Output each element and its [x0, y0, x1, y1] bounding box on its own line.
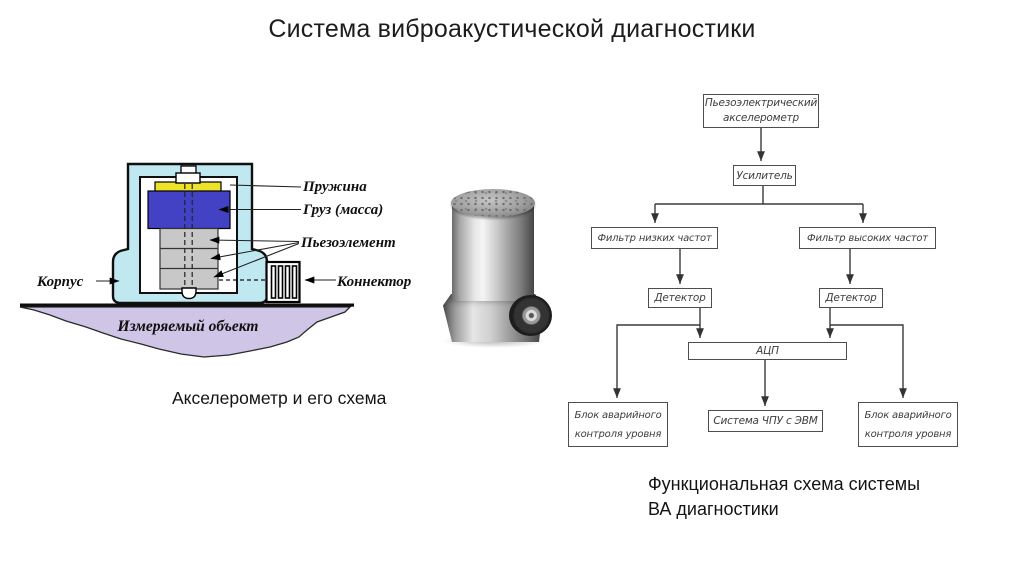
photo-cylinder-body	[452, 203, 534, 301]
slide-title: Система виброакустической диагностики	[268, 15, 756, 43]
measured-object-shape	[19, 306, 352, 358]
piezo-label: Пьезоэлемент	[300, 235, 396, 251]
node-label: контроля уровня	[574, 428, 662, 440]
measured-object-label: Измеряемый объект	[117, 318, 259, 335]
flowchart-node-alarm-right: Блок аварийного контроля уровня	[858, 402, 958, 447]
connector-slots	[270, 265, 298, 299]
node-label: Блок аварийного	[574, 409, 662, 421]
node-label: Фильтр высоких частот	[807, 232, 928, 244]
flowchart-caption: Функциональная схема системы ВА диагност…	[648, 474, 921, 519]
node-label: Система ЧПУ с ЭВМ	[713, 415, 818, 427]
mass-shape	[147, 190, 231, 230]
mass-label: Груз (масса)	[302, 202, 383, 218]
bolt-head	[175, 172, 201, 184]
base-line	[20, 303, 354, 307]
piezo-dividers	[160, 247, 218, 270]
photo-side-connector	[509, 295, 552, 336]
node-label: Пьезоэлектрический	[704, 97, 818, 109]
node-label: Детектор	[654, 292, 706, 304]
arrow-detl-alarm	[613, 324, 700, 398]
node-label: Блок аварийного	[864, 409, 952, 421]
flowchart-node-cnc: Система ЧПУ с ЭВМ	[708, 410, 823, 432]
body-label: Корпус	[36, 274, 84, 290]
flowchart-node-sensor: Пьезоэлектрический акселерометр	[703, 94, 819, 128]
photo-top-cap	[451, 189, 535, 217]
flowchart-node-detector-right: Детектор	[819, 288, 883, 308]
piezo-leader-2	[210, 241, 300, 261]
flowchart-node-lpf: Фильтр низких частот	[591, 227, 718, 249]
flowchart-node-hpf: Фильтр высоких частот	[799, 227, 936, 249]
piezo-leader-3	[213, 242, 300, 278]
node-label: контроля уровня	[864, 428, 952, 440]
node-label: акселерометр	[722, 112, 800, 124]
flowchart-node-alarm-left: Блок аварийного контроля уровня	[568, 402, 668, 447]
bolt-shaft-dashed	[184, 184, 193, 287]
node-label: Детектор	[825, 292, 877, 304]
flowchart-node-adc: АЦП	[688, 342, 847, 360]
flowchart-node-amplifier: Усилитель	[733, 165, 796, 186]
connector-label: Коннектор	[336, 274, 412, 290]
node-label: АЦП	[756, 345, 779, 357]
bolt-tip	[181, 287, 197, 300]
accelerometer-photo	[438, 176, 563, 356]
piezo-stack-shape	[159, 227, 219, 290]
leader-lines	[96, 184, 336, 285]
node-label: Усилитель	[736, 169, 793, 182]
flowchart-node-detector-left: Детектор	[648, 288, 712, 308]
spring-label: Пружина	[302, 179, 367, 195]
piezo-leader-1	[209, 236, 300, 244]
arrow-detr-alarm	[830, 324, 907, 398]
flowchart-connectors	[613, 128, 907, 406]
spring-leader	[229, 184, 302, 188]
accelerometer-schematic: Пружина Груз (масса) Пьезоэлемент Коннек…	[19, 162, 412, 358]
node-label: Фильтр низких частот	[597, 232, 712, 244]
schematic-labels: Пружина Груз (масса) Пьезоэлемент Коннек…	[36, 179, 412, 335]
line-amp-split	[655, 186, 863, 205]
diagram-caption: Акселерометр и его схема	[172, 388, 387, 408]
